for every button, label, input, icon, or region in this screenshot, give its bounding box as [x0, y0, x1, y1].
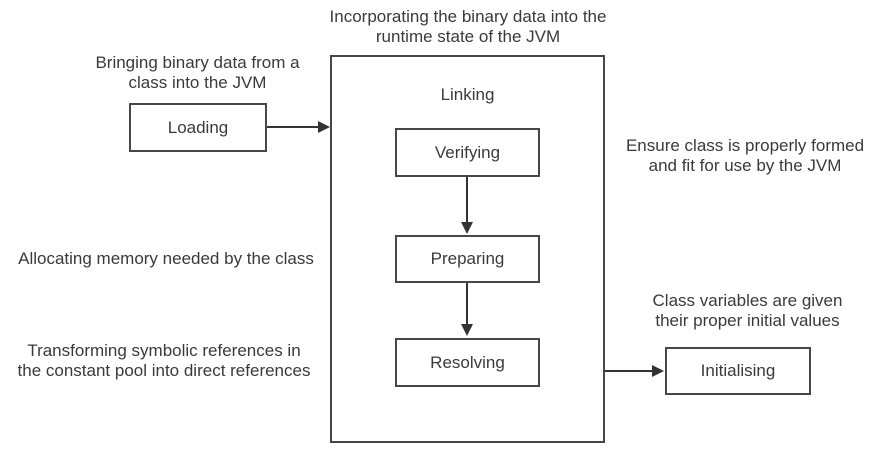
caption-incorporating-line2: runtime state of the JVM [375, 27, 561, 46]
arrow-preparing-to-resolving-head [461, 324, 473, 336]
caption-allocating: Allocating memory needed by the class [10, 249, 322, 269]
node-initialising: Initialising [665, 347, 811, 395]
caption-transforming-line1: Transforming symbolic references in [27, 341, 301, 360]
node-preparing: Preparing [395, 235, 540, 283]
caption-bringing-line2: class into the JVM [128, 73, 267, 92]
caption-incorporating-line1: Incorporating the binary data into the [329, 7, 607, 26]
node-verifying-label: Verifying [434, 142, 501, 162]
caption-transforming-line2: the constant pool into direct references [17, 361, 311, 380]
caption-ensure: Ensure class is properly formed and fit … [610, 136, 880, 176]
node-preparing-label: Preparing [430, 249, 505, 268]
node-initialising-label: Initialising [700, 361, 776, 380]
caption-allocating-line1: Allocating memory needed by the class [18, 249, 314, 268]
node-verifying: Verifying [395, 128, 540, 177]
node-resolving: Resolving [395, 338, 540, 387]
node-linking-label: Linking [440, 85, 495, 104]
caption-class-variables-line2: their proper initial values [655, 311, 840, 330]
caption-transforming: Transforming symbolic references in the … [5, 341, 323, 381]
arrow-preparing-to-resolving-shaft [466, 283, 468, 326]
node-loading: Loading [129, 103, 267, 152]
arrow-verifying-to-preparing-shaft [466, 177, 468, 224]
arrow-loading-to-linking-head [318, 121, 330, 133]
arrow-verifying-to-preparing-head [461, 222, 473, 234]
caption-ensure-line2: and fit for use by the JVM [648, 156, 842, 175]
caption-ensure-line1: Ensure class is properly formed [625, 136, 865, 155]
caption-bringing: Bringing binary data from a class into t… [85, 53, 310, 93]
arrow-linking-to-initialising-shaft [605, 370, 655, 372]
node-loading-label: Loading [167, 117, 229, 137]
caption-bringing-line1: Bringing binary data from a [95, 53, 300, 72]
caption-class-variables-line1: Class variables are given [652, 291, 843, 310]
arrow-loading-to-linking-shaft [267, 126, 321, 128]
arrow-linking-to-initialising-head [652, 365, 664, 377]
caption-class-variables: Class variables are given their proper i… [615, 291, 880, 331]
node-resolving-label: Resolving [430, 352, 505, 372]
caption-incorporating: Incorporating the binary data into the r… [310, 7, 626, 47]
